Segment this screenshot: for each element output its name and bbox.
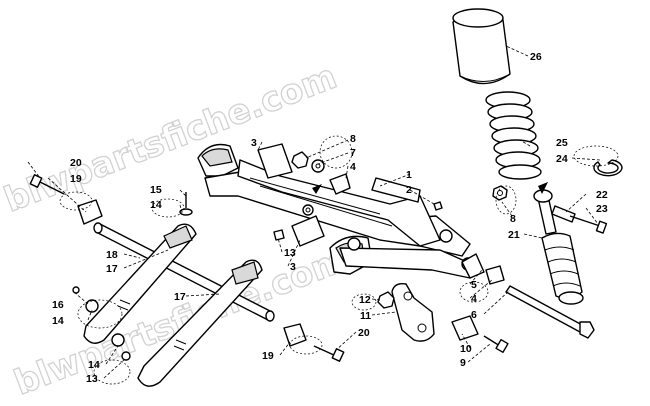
callout-label-11: 11 xyxy=(360,310,371,322)
callout-label-17-left: 17 xyxy=(106,263,118,275)
callout-label-8-upper: 8 xyxy=(350,133,356,145)
callout-label-21: 21 xyxy=(508,229,520,241)
callout-label-22: 22 xyxy=(596,189,608,201)
callout-label-20-left: 20 xyxy=(70,157,82,169)
shock-nut xyxy=(492,185,508,201)
bracket-nut xyxy=(377,291,395,309)
callout-label-20-right: 20 xyxy=(358,327,370,339)
callout-label-18: 18 xyxy=(106,249,118,261)
swing-arm-frame xyxy=(197,143,548,279)
grease-fitting-upper xyxy=(179,192,193,216)
grease-cap-left xyxy=(85,299,99,313)
mount-bracket xyxy=(391,282,435,342)
front-right-bolt xyxy=(313,345,345,362)
shock-arrow-marker xyxy=(538,182,548,194)
bracket-bolt xyxy=(483,335,509,354)
front-arm-right xyxy=(137,259,263,387)
shock-bolt-upper xyxy=(569,215,608,234)
callout-label-24: 24 xyxy=(556,153,568,165)
callout-label-3-lower: 3 xyxy=(290,261,296,273)
callout-label-4-lower: 4 xyxy=(471,293,477,305)
callout-label-17-right: 17 xyxy=(174,291,186,303)
retaining-clip xyxy=(593,159,623,177)
front-left-bolt xyxy=(29,174,65,195)
callout-label-6: 6 xyxy=(471,309,477,321)
callout-label-13-upper: 13 xyxy=(284,247,296,259)
callout-labels: 1 2 3 3 4 4 5 6 7 8 8 9 10 11 12 13 13 1… xyxy=(52,51,608,385)
callout-label-12: 12 xyxy=(359,294,371,306)
callout-label-19-right: 19 xyxy=(262,350,274,362)
callout-label-10: 10 xyxy=(460,343,472,355)
callout-label-14-left: 14 xyxy=(52,315,64,327)
front-left-bushing xyxy=(77,199,103,225)
grease-cap-lower xyxy=(111,333,125,347)
callout-label-19-left: 19 xyxy=(70,173,82,185)
bushing-lower-5 xyxy=(461,253,505,285)
front-right-bushing xyxy=(283,323,307,347)
callout-label-3-upper: 3 xyxy=(251,137,257,149)
callout-label-25: 25 xyxy=(556,137,568,149)
grease-fitting-lower xyxy=(121,351,131,361)
grease-fitting-left xyxy=(72,286,80,294)
grease-fitting-13 xyxy=(273,229,285,241)
shock-bushing xyxy=(551,205,576,223)
callout-label-1: 1 xyxy=(406,169,412,181)
callout-leaders xyxy=(27,45,601,379)
shock-absorber xyxy=(533,189,584,305)
callout-label-9: 9 xyxy=(460,357,466,369)
callout-label-2: 2 xyxy=(406,184,412,196)
callout-bubbles xyxy=(59,135,619,385)
front-arm-left xyxy=(83,223,197,344)
shock-assembly xyxy=(452,8,623,305)
callout-label-14-upper: 14 xyxy=(150,199,162,211)
callout-label-15: 15 xyxy=(150,184,162,196)
callout-label-7: 7 xyxy=(350,147,356,159)
through-bolt-lower xyxy=(505,285,595,339)
callout-label-26: 26 xyxy=(530,51,542,63)
spacer-sleeve xyxy=(451,315,479,341)
callout-label-5: 5 xyxy=(471,279,477,291)
callout-label-23: 23 xyxy=(596,203,608,215)
callout-label-16: 16 xyxy=(52,299,64,311)
callout-label-14-lower: 14 xyxy=(88,359,100,371)
callout-label-4-upper: 4 xyxy=(350,161,356,173)
shock-boot xyxy=(452,8,511,85)
callout-label-8-shock: 8 xyxy=(510,213,516,225)
shock-spring xyxy=(485,91,542,180)
callout-label-13-lower: 13 xyxy=(86,373,98,385)
pivot-arrow-marker xyxy=(312,184,322,194)
